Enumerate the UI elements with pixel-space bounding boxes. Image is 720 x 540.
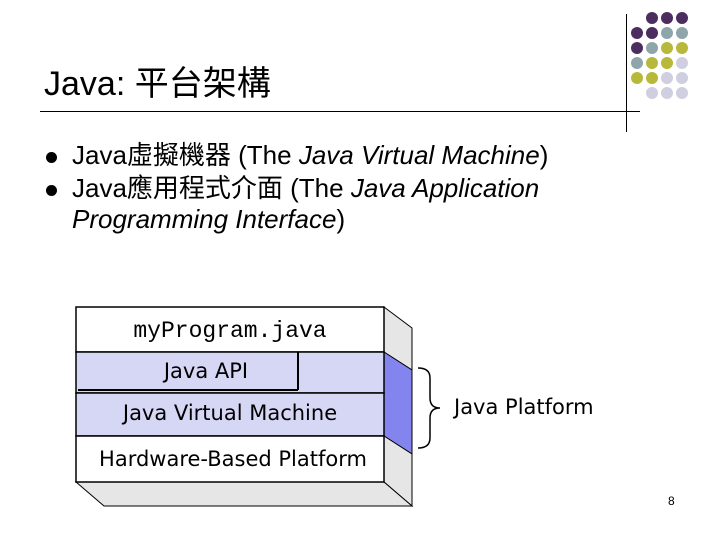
bullet-dot-icon bbox=[46, 152, 57, 163]
layer-label-jvm: Java Virtual Machine bbox=[121, 401, 337, 425]
decorative-dot bbox=[676, 72, 688, 84]
decorative-dot bbox=[646, 12, 658, 24]
page-number: 8 bbox=[668, 494, 675, 508]
decorative-dot bbox=[646, 87, 658, 99]
layer-label-hardware: Hardware-Based Platform bbox=[99, 447, 367, 471]
bullet-suffix: ) bbox=[539, 140, 549, 170]
decorative-dot bbox=[661, 12, 673, 24]
vertical-divider-line bbox=[626, 14, 627, 132]
bullet-list: Java虛擬機器 (The Java Virtual Machine) Java… bbox=[46, 140, 626, 237]
bullet-italic: Java Application Programming Interface bbox=[72, 173, 540, 234]
slide-title: Java: 平台架構 bbox=[44, 65, 271, 103]
bullet-italic: Java Virtual Machine bbox=[298, 140, 540, 170]
layer-label-myprogram: myProgram.java bbox=[133, 318, 326, 344]
stack-bottom-face bbox=[74, 481, 414, 507]
decorative-dot bbox=[661, 57, 673, 69]
layer-java-api bbox=[75, 351, 385, 394]
bullet-item-jvm: Java虛擬機器 (The Java Virtual Machine) bbox=[46, 140, 626, 171]
layer-myprogram bbox=[75, 306, 385, 353]
bullet-suffix: ) bbox=[336, 204, 346, 234]
bullet-prefix: Java虛擬機器 (The bbox=[72, 140, 299, 170]
decorative-dot bbox=[676, 27, 688, 39]
decorative-dot bbox=[631, 72, 643, 84]
decorative-dot bbox=[646, 42, 658, 54]
decorative-dot bbox=[646, 27, 658, 39]
decorative-dot bbox=[661, 87, 673, 99]
decorative-dot bbox=[661, 27, 673, 39]
decorative-dot bbox=[646, 72, 658, 84]
decorative-dot bbox=[631, 27, 643, 39]
decorative-dot bbox=[676, 12, 688, 24]
bullet-item-api: Java應用程式介面 (The Java Application Program… bbox=[46, 173, 626, 235]
decorative-dot bbox=[646, 57, 658, 69]
layer-label-java-api: Java API bbox=[162, 359, 248, 383]
decorative-dot bbox=[661, 72, 673, 84]
decorative-dot bbox=[676, 42, 688, 54]
brace-label: Java Platform bbox=[452, 395, 594, 419]
decorative-dot bbox=[631, 42, 643, 54]
decorative-dot bbox=[676, 87, 688, 99]
title-underline bbox=[40, 111, 640, 112]
bullet-dot-icon bbox=[46, 185, 57, 196]
decorative-dot bbox=[661, 42, 673, 54]
decorative-dot bbox=[676, 57, 688, 69]
layer-jvm bbox=[75, 392, 385, 437]
layer-hardware bbox=[75, 435, 385, 483]
decorative-dot bbox=[631, 57, 643, 69]
bullet-prefix: Java應用程式介面 (The bbox=[72, 173, 351, 203]
platform-brace-icon bbox=[417, 367, 441, 449]
